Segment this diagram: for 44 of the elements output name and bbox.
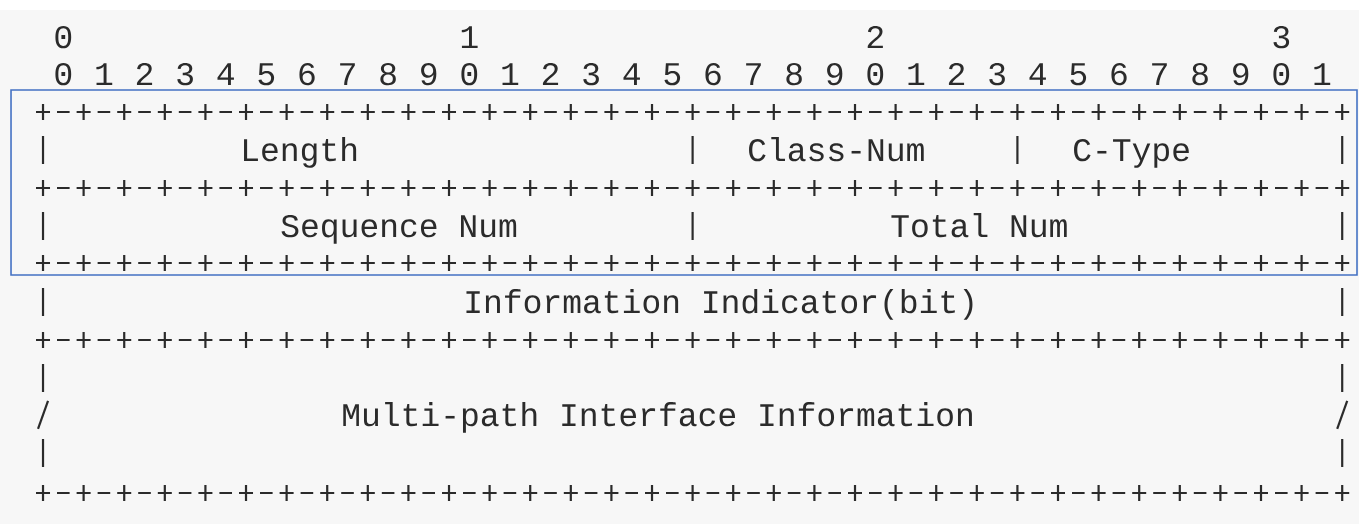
bit-number: 0 xyxy=(867,62,884,86)
bit-number: 1 xyxy=(908,63,925,85)
bit-number: 0 xyxy=(55,62,72,86)
bit-number: 6 xyxy=(299,62,315,86)
bit-number: 2 xyxy=(948,62,965,85)
field-label: Sequence Num xyxy=(281,214,517,244)
bit-number: 4 xyxy=(1029,63,1046,85)
bit-number: 4 xyxy=(217,63,234,85)
bit-number: 3 xyxy=(177,62,193,86)
field-label: Length xyxy=(244,137,357,168)
bit-number: 1 xyxy=(96,63,113,85)
bit-number: 7 xyxy=(746,63,761,85)
bit-number: 0 xyxy=(1273,62,1290,86)
field-label: Class-Num xyxy=(749,137,924,162)
bit-number: 2 xyxy=(136,62,153,85)
bit-number: 8 xyxy=(1192,62,1208,86)
field-label: Information Indicator(bit) xyxy=(466,289,973,320)
bit-number: 4 xyxy=(623,63,640,85)
bit-number: 3 xyxy=(1273,25,1290,49)
bit-number: 2 xyxy=(867,25,883,48)
bit-number: 5 xyxy=(1070,63,1087,86)
bit-number: 8 xyxy=(786,62,802,86)
bit-number: 3 xyxy=(989,62,1005,86)
bit-number: 7 xyxy=(1152,63,1167,85)
field-label: Total Num xyxy=(891,213,1067,238)
bit-number: 0 xyxy=(55,25,72,49)
bit-number: 1 xyxy=(461,26,478,48)
bit-number: 6 xyxy=(705,62,721,86)
bit-number: 2 xyxy=(542,62,559,85)
bit-number: 3 xyxy=(583,62,599,86)
bit-number: 5 xyxy=(664,63,681,86)
bit-number: 7 xyxy=(340,63,355,85)
bit-number: 1 xyxy=(502,63,519,85)
bit-number: 0 xyxy=(461,62,478,86)
bit-number: 9 xyxy=(1233,62,1249,86)
bit-number: 9 xyxy=(421,62,437,86)
bit-number: 8 xyxy=(380,62,396,86)
bit-number: 5 xyxy=(258,63,275,86)
bit-number: 9 xyxy=(827,62,843,86)
highlight-box xyxy=(10,89,1358,276)
bit-number: 1 xyxy=(1314,63,1331,85)
field-label: Multi-path Interface Information xyxy=(343,402,972,433)
bit-number: 6 xyxy=(1111,62,1127,86)
field-label: C-Type xyxy=(1074,138,1189,168)
